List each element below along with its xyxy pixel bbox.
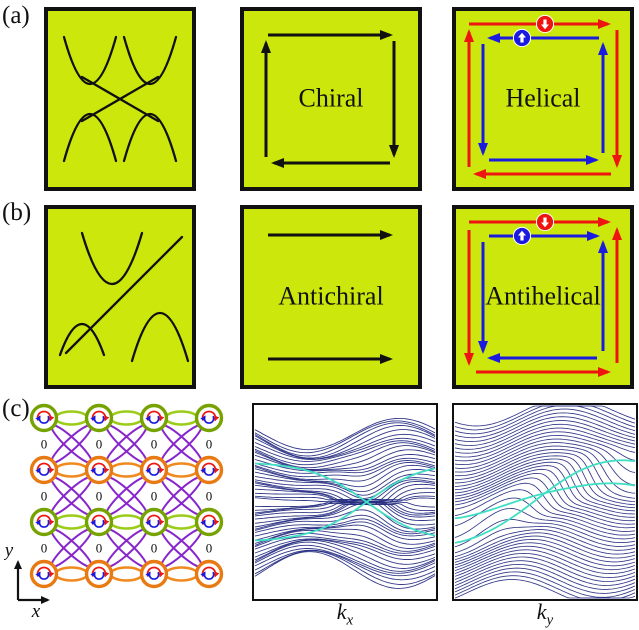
svg-text:0: 0 (41, 437, 48, 452)
spin-down-icon (535, 14, 555, 34)
svg-text:0: 0 (151, 489, 158, 504)
ky-axis-label-sub: y (546, 612, 554, 629)
spin-down-icon (535, 212, 555, 232)
antihelical-blue-loop (478, 231, 608, 363)
helical-band-sketch-box (44, 7, 196, 191)
lattice-diagram: 0 0 0 0 0 0 0 0 0 0 0 0 x y (3, 402, 234, 622)
lattice-svg: 0 0 0 0 0 0 0 0 0 0 0 0 x y (3, 403, 224, 622)
kx-axis-label: kx (252, 599, 438, 629)
svg-text:x: x (31, 601, 41, 620)
svg-text:0: 0 (41, 489, 48, 504)
band-plot-ky-svg (452, 403, 638, 601)
antichiral-arrows (268, 230, 393, 364)
antihelical-label: Antihelical (485, 281, 601, 311)
band-plot-kx-svg (252, 403, 438, 601)
svg-text:y: y (4, 540, 14, 561)
helical-band-sketch (62, 35, 178, 163)
spin-up-icon (512, 28, 532, 48)
chiral-loop-arrows (261, 30, 399, 168)
svg-text:0: 0 (151, 541, 158, 556)
panel-label-a: (a) (2, 2, 30, 29)
antihelical-loop-arrows (464, 212, 622, 377)
panel-label-b: (b) (2, 199, 32, 226)
helical-red-loop (464, 19, 622, 179)
band-plot-kx (252, 403, 438, 601)
helical-box: Helical (452, 7, 634, 191)
helical-label: Helical (505, 83, 581, 113)
svg-text:0: 0 (96, 437, 103, 452)
antichiral-label: Antichiral (278, 281, 384, 311)
svg-text:0: 0 (96, 541, 103, 556)
ky-axis-label-base: k (536, 599, 547, 624)
svg-text:0: 0 (206, 437, 213, 452)
helical-loop-arrows (464, 14, 622, 179)
kx-axis-label-base: k (336, 599, 347, 624)
band-plot-ky (452, 403, 638, 601)
spin-up-icon (512, 226, 532, 246)
svg-text:0: 0 (41, 541, 48, 556)
svg-text:0: 0 (96, 489, 103, 504)
antihelical-band-sketch (58, 231, 190, 363)
antihelical-box: Antihelical (452, 205, 634, 389)
chiral-box: Chiral (240, 7, 422, 191)
kx-axis-label-sub: x (346, 612, 354, 629)
ky-axis-label: ky (452, 599, 638, 629)
svg-text:0: 0 (151, 437, 158, 452)
helical-blue-loop (478, 33, 608, 165)
svg-text:0: 0 (206, 541, 213, 556)
antichiral-box: Antichiral (240, 205, 422, 389)
chiral-label: Chiral (298, 83, 364, 113)
svg-text:0: 0 (206, 489, 213, 504)
antihelical-band-sketch-box (44, 205, 196, 389)
panel-label-c: (c) (2, 395, 30, 422)
